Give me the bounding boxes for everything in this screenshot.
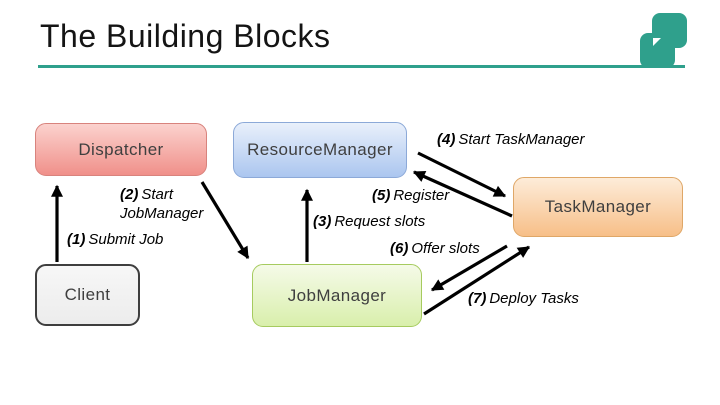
edge-text: Deploy Tasks bbox=[489, 290, 579, 307]
edge-text: Request slots bbox=[334, 213, 426, 230]
page-title: The Building Blocks bbox=[40, 18, 331, 54]
edge-num: (2) bbox=[120, 186, 139, 203]
node-task-manager-label: TaskManager bbox=[544, 197, 652, 216]
node-job-manager: JobManager bbox=[252, 264, 422, 327]
edge-label-submit-job: (1)Submit Job bbox=[67, 231, 163, 248]
node-resource-manager-label: ResourceManager bbox=[247, 140, 393, 159]
edge-label-register: (5)Register bbox=[372, 187, 449, 204]
edge-label-start-taskmanager: (4)Start TaskManager bbox=[437, 131, 585, 148]
edge-num: (7) bbox=[468, 290, 487, 307]
edge-text: Submit Job bbox=[88, 231, 164, 248]
edge-label-start-jobmanager: (2)Start JobManager bbox=[120, 186, 225, 224]
edge-num: (6) bbox=[390, 240, 409, 257]
edge-label-request-slots: (3)Request slots bbox=[313, 213, 425, 230]
node-client-label: Client bbox=[64, 285, 111, 304]
node-task-manager: TaskManager bbox=[513, 177, 683, 237]
edge-label-deploy-tasks: (7)Deploy Tasks bbox=[468, 290, 579, 307]
title-underline bbox=[38, 65, 685, 68]
edge-text: Start TaskManager bbox=[458, 131, 585, 148]
node-client: Client bbox=[35, 264, 140, 326]
edge-num: (1) bbox=[67, 231, 86, 248]
edge-num: (5) bbox=[372, 187, 391, 204]
edge-text: Register bbox=[393, 187, 450, 204]
node-job-manager-label: JobManager bbox=[287, 285, 387, 305]
edge-text: Offer slots bbox=[411, 240, 480, 257]
edge-label-offer-slots: (6)Offer slots bbox=[390, 240, 480, 257]
node-resource-manager: ResourceManager bbox=[233, 122, 407, 178]
logo-cursor-icon bbox=[653, 38, 661, 46]
edge-text: Start JobManager bbox=[120, 186, 204, 222]
node-dispatcher: Dispatcher bbox=[35, 123, 207, 176]
edge-num: (4) bbox=[437, 131, 456, 148]
edge-num: (3) bbox=[313, 213, 332, 230]
node-dispatcher-label: Dispatcher bbox=[78, 139, 164, 159]
